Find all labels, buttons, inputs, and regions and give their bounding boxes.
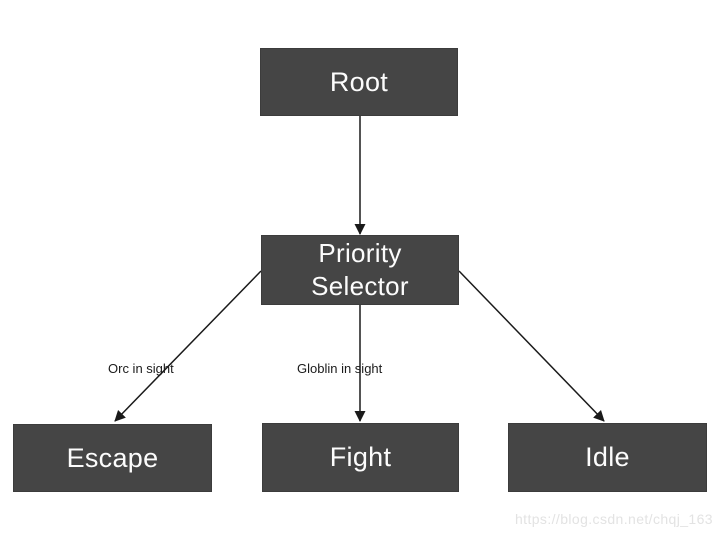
node-escape: Escape <box>13 424 212 492</box>
edge-priority-to-idle <box>458 270 605 422</box>
edge-priority-to-escape <box>114 270 262 422</box>
node-idle: Idle <box>508 423 707 492</box>
node-root: Root <box>260 48 458 116</box>
node-fight: Fight <box>262 423 459 492</box>
node-priority-selector: Priority Selector <box>261 235 459 305</box>
edge-label-goblin-in-sight: Globlin in sight <box>297 361 383 376</box>
edge-label-orc-in-sight: Orc in sight <box>108 361 174 376</box>
watermark-url: https://blog.csdn.net/chqj_163 <box>514 511 713 527</box>
